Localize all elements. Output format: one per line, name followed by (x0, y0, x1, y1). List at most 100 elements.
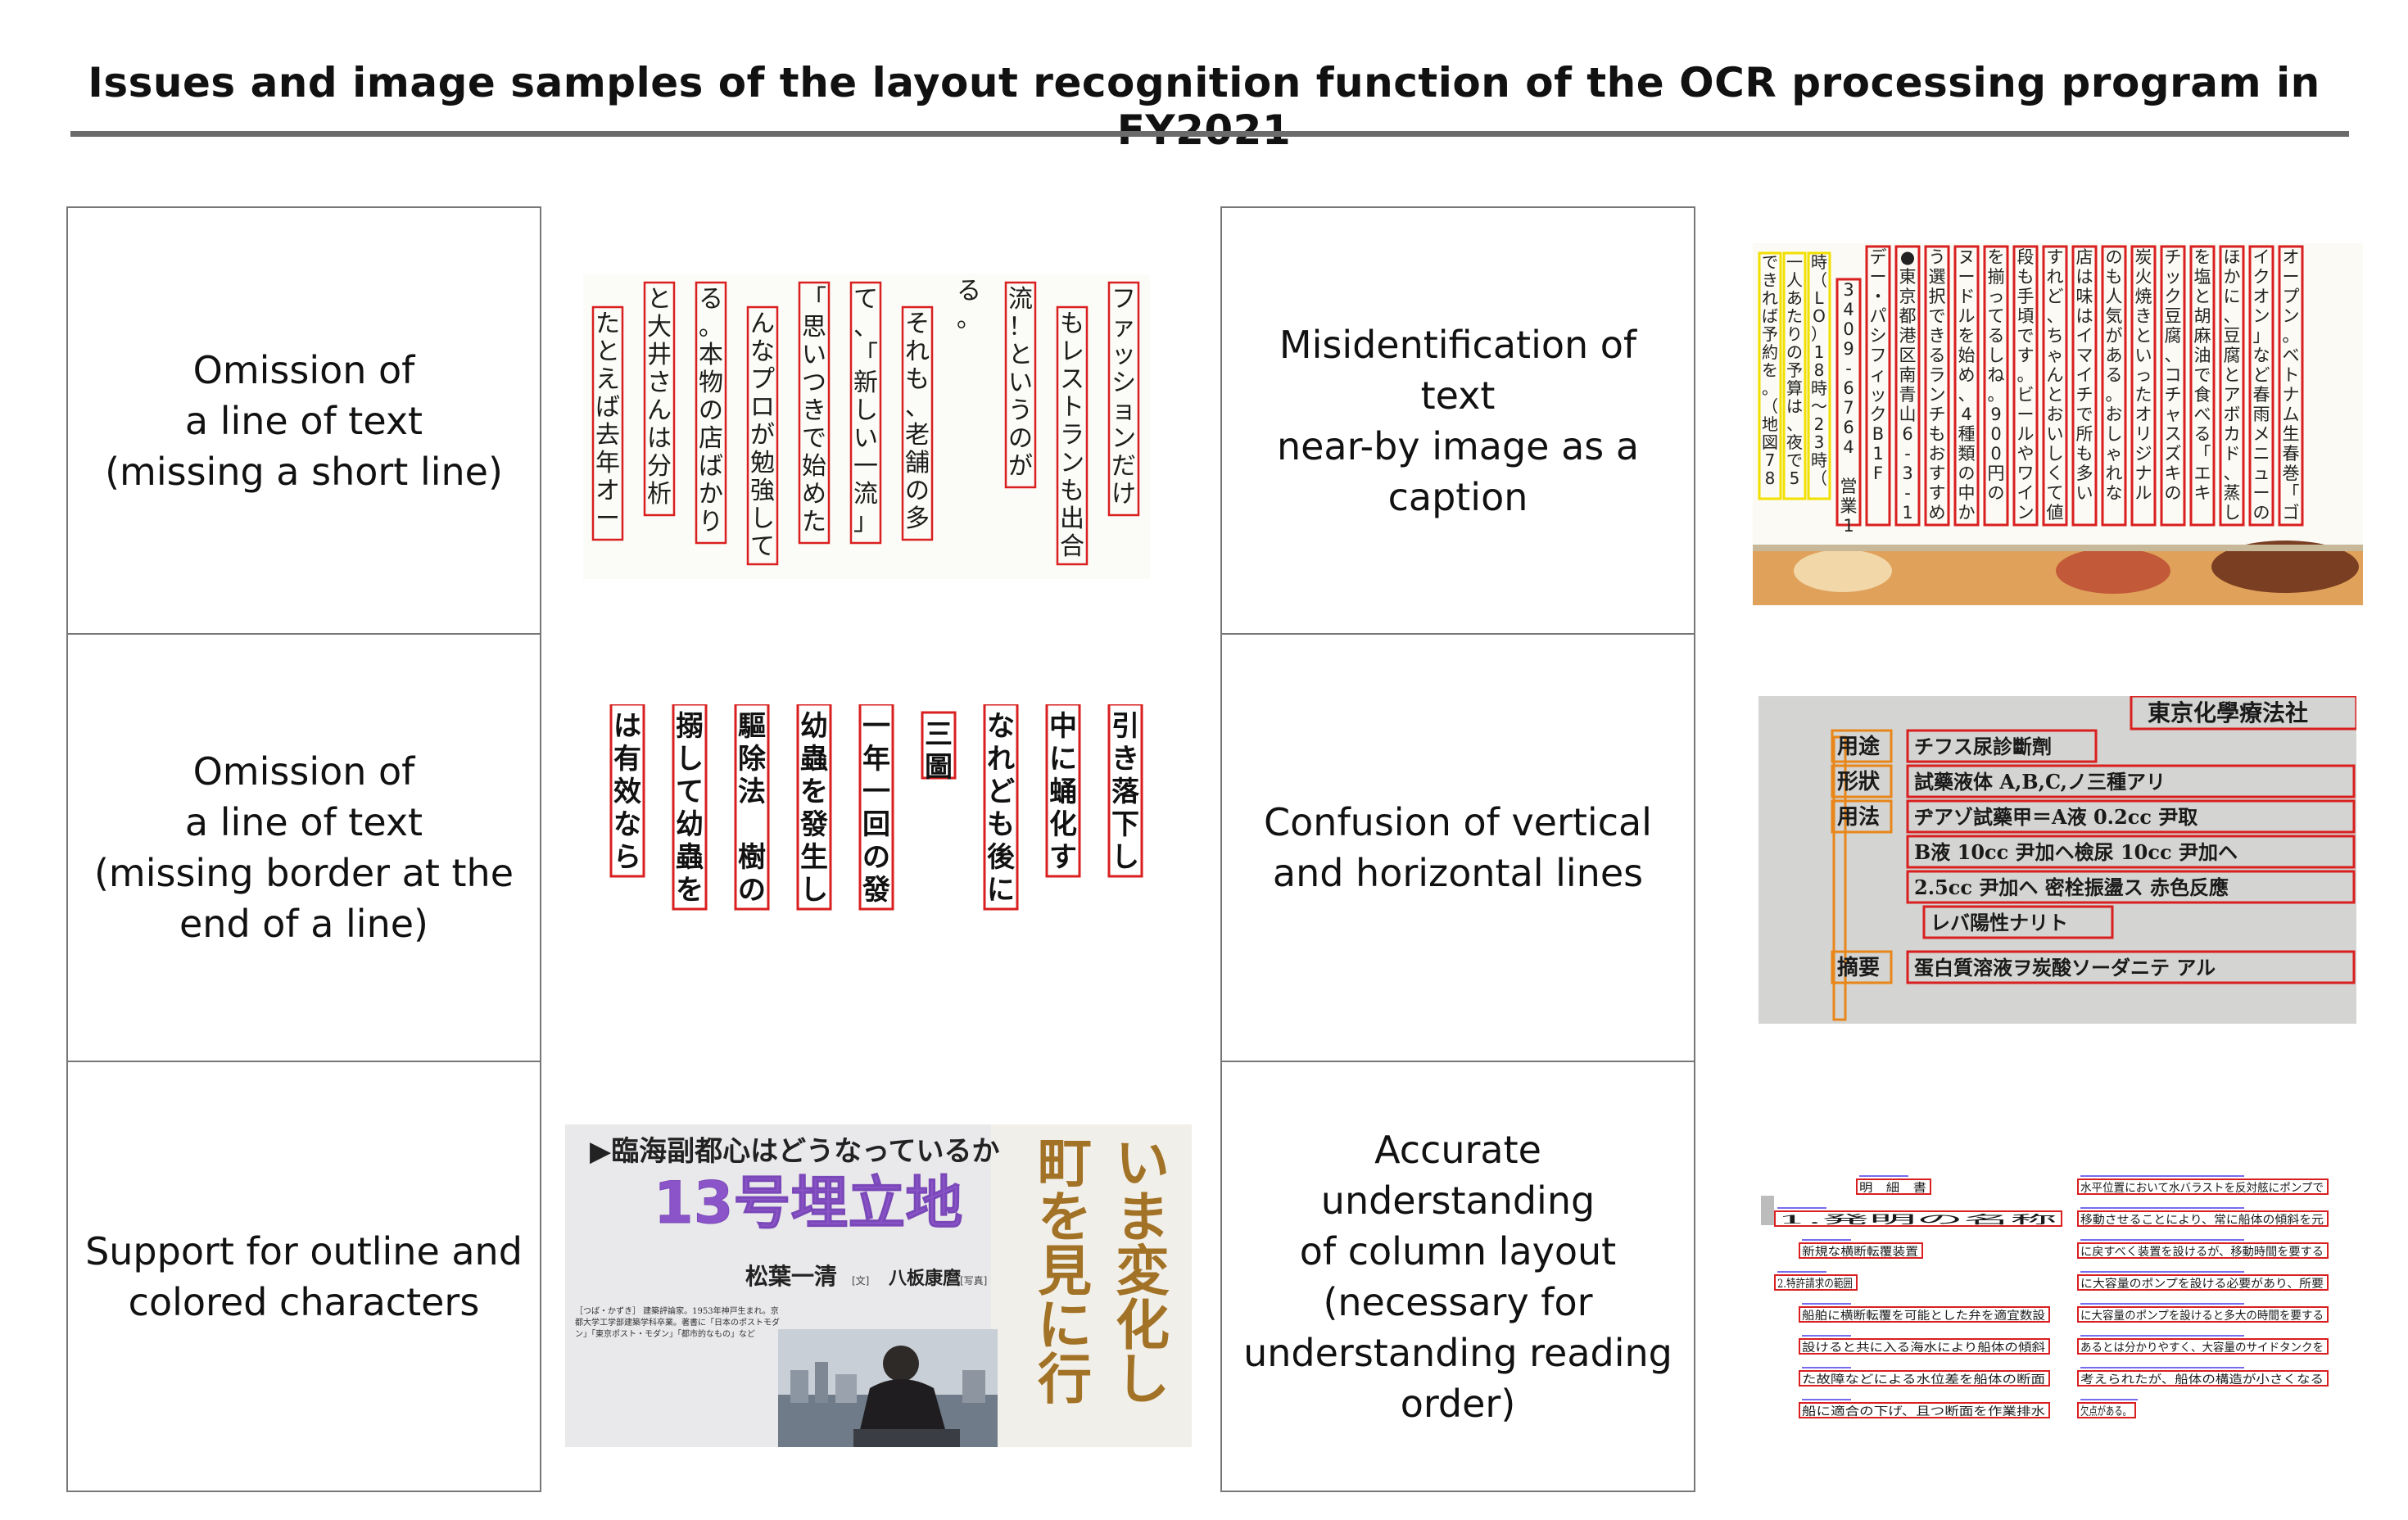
svg-text:う: う (1929, 247, 1946, 267)
svg-text:値: 値 (2047, 503, 2064, 522)
svg-text:約: 約 (1762, 342, 1778, 362)
left-line-box (1774, 1210, 2062, 1227)
svg-text:ン: ン (2253, 306, 2270, 326)
svg-text:ス: ス (2165, 424, 2182, 444)
svg-text:火: 火 (2135, 267, 2152, 287)
ocr-line-box (1045, 704, 1081, 878)
outline-byline2: 八板康麿 (889, 1268, 961, 1289)
svg-text:た: た (802, 508, 826, 536)
svg-text:ジ: ジ (2135, 444, 2152, 464)
svg-text:ほ: ほ (2224, 247, 2241, 267)
right-line-text: に大容量のポンプを設ける必要があり、所要 (2080, 1277, 2324, 1291)
svg-text:れ: れ (987, 743, 1015, 776)
left-line-box (1774, 1274, 1858, 1291)
svg-text:青: 青 (1899, 385, 1917, 405)
svg-text:な: な (2253, 346, 2270, 365)
svg-text:下: 下 (1111, 808, 1139, 841)
svg-text:も: も (987, 808, 1015, 841)
row-text-box (1906, 870, 2356, 904)
svg-text:レ: レ (1060, 337, 1084, 366)
svg-text:圖: 圖 (925, 751, 953, 784)
svg-text:め: め (1929, 503, 1946, 522)
svg-text:た: た (2135, 385, 2152, 405)
left-line-text: 設けると共に入る海水により船体の傾斜 (1802, 1341, 2045, 1355)
svg-text:油: 油 (2194, 346, 2211, 365)
svg-text:ば: ば (1762, 306, 1778, 326)
svg-text:ム: ム (2283, 405, 2300, 424)
svg-text:ュ: ュ (2253, 464, 2270, 483)
svg-text:や: や (2017, 444, 2035, 464)
svg-text:リ: リ (2135, 424, 2152, 444)
page-title: Issues and image samples of the layout r… (88, 59, 2320, 154)
svg-text:オ: オ (2253, 287, 2270, 306)
svg-text:円: 円 (1988, 464, 2005, 483)
ocr-line-box (798, 281, 831, 545)
ocr-line-box (746, 305, 779, 566)
svg-text:ゴ: ゴ (2283, 503, 2300, 522)
svg-text:チ: チ (1929, 405, 1946, 424)
svg-text:に: に (1038, 1293, 1092, 1357)
row-text-box (1906, 764, 2356, 798)
svg-text:り: り (1786, 324, 1803, 344)
svg-text:お: お (2047, 405, 2064, 424)
svg-text:段: 段 (2017, 247, 2035, 267)
right-line-box (2077, 1210, 2329, 1227)
svg-text:ル: ル (2017, 424, 2035, 444)
svg-text:炭: 炭 (2135, 247, 2152, 267)
svg-text:オ: オ (2135, 405, 2152, 424)
svg-text:。: 。 (2106, 385, 2123, 405)
svg-text:巻: 巻 (2283, 464, 2300, 483)
text-line-box (2101, 245, 2127, 527)
svg-text:化: 化 (1049, 808, 1077, 841)
svg-text:胡: 胡 (2194, 306, 2211, 326)
row-text: レバ陽性ナリト (1930, 911, 2068, 934)
svg-text:ッ: ッ (1111, 341, 1136, 369)
svg-text:3: 3 (1814, 432, 1825, 452)
svg-text:、: 、 (1786, 414, 1803, 434)
svg-text:效: 效 (613, 776, 641, 808)
svg-text:れ: れ (1762, 288, 1778, 308)
svg-text:し: し (800, 874, 828, 907)
svg-text:は: は (1786, 396, 1803, 416)
outline-headline: 13号埋立地 (654, 1169, 962, 1237)
svg-text:と: と (2194, 287, 2211, 306)
svg-text:選: 選 (1929, 267, 1946, 287)
svg-text:一: 一 (862, 710, 890, 743)
border-text-column: 驅除法 樹の (738, 710, 767, 907)
svg-text:プ: プ (2283, 287, 2300, 306)
svg-text:」: 」 (2253, 326, 2270, 346)
svg-text:ル: ル (1958, 306, 1976, 326)
svg-text:一: 一 (853, 452, 878, 481)
svg-text:大: 大 (647, 313, 672, 342)
svg-text:り: り (699, 508, 723, 536)
svg-text:ド: ド (1958, 287, 1976, 306)
svg-text:し: し (2106, 424, 2123, 444)
svg-text:ば: ば (595, 393, 620, 422)
text-line-box (1835, 278, 1862, 527)
outline-byline: 松葉一清 (745, 1263, 837, 1290)
svg-text:る: る (1988, 326, 2005, 346)
svg-text:フ: フ (1870, 346, 1887, 365)
svg-text:物: 物 (699, 369, 723, 397)
ocr-line-box (734, 704, 770, 911)
svg-text:フ: フ (1111, 285, 1136, 314)
svg-text:一: 一 (862, 776, 890, 808)
caption-box (1807, 251, 1831, 500)
svg-text:ベ: ベ (2283, 346, 2300, 365)
svg-text:7: 7 (1843, 398, 1854, 418)
svg-text:ン: ン (2283, 306, 2300, 326)
svg-text:生: 生 (800, 841, 828, 874)
svg-text:人: 人 (1786, 270, 1803, 290)
svg-text:新: 新 (853, 369, 878, 397)
ocr-line-box (1004, 281, 1037, 489)
svg-text:に: に (987, 874, 1015, 907)
svg-text:に: に (2224, 287, 2241, 306)
left-line-text: 新規な横断転覆装置 (1802, 1246, 1918, 1259)
svg-text:し: し (750, 504, 775, 533)
